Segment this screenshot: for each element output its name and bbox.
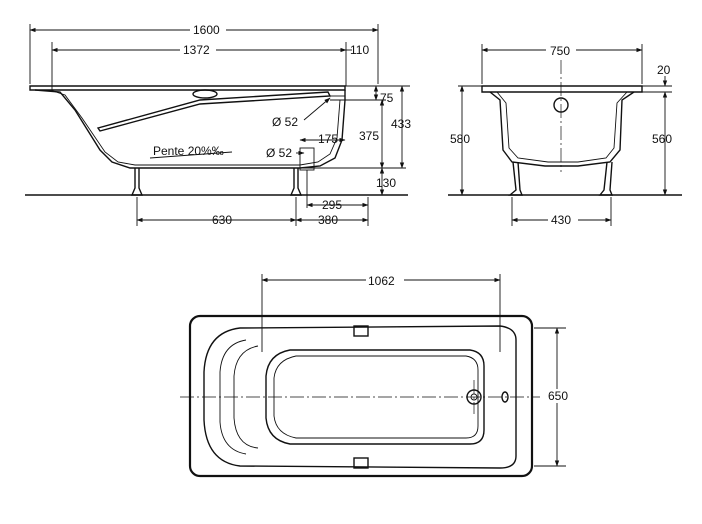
dim-feet-spacing: 430: [551, 213, 571, 227]
end-foot-left: [508, 161, 524, 196]
dim-drain-offset: 175: [318, 132, 338, 146]
tub-rim: [29, 85, 346, 91]
top-outer-rim: [188, 314, 534, 478]
side-view: 1600 1372 110 75 375 433 130 Ø 52 175 Ø …: [25, 22, 411, 227]
dim-end-total-height: 580: [450, 132, 470, 146]
end-inner: [496, 91, 628, 163]
end-view: 750 20 580 560 430: [448, 43, 682, 227]
dim-bottom-length: 1062: [368, 274, 395, 288]
handle-top: [353, 325, 369, 337]
dim-overflow-height: 375: [359, 129, 379, 143]
dim-top-width: 650: [548, 389, 568, 403]
dim-drain-to-end: 295: [322, 198, 342, 212]
leg-left: [130, 168, 144, 196]
top-bottom-inner: [273, 355, 479, 439]
dim-drain-diameter: Ø 52: [266, 146, 292, 160]
dim-end-offset: 110: [350, 43, 369, 57]
dim-foot-height: 130: [376, 176, 396, 190]
end-body: [489, 91, 635, 167]
dim-leg-to-leg: 630: [212, 213, 232, 227]
slope-note: Pente 20%‰: [153, 144, 224, 158]
dim-rim-height: 433: [391, 117, 411, 131]
handle-end: [192, 89, 218, 99]
dim-rim-thickness: 20: [657, 63, 671, 77]
end-foot-right: [598, 161, 614, 196]
handle-bottom: [353, 457, 369, 469]
top-bottom-floor: [265, 349, 485, 445]
tub-inner-profile: [49, 89, 341, 166]
end-rim: [481, 85, 643, 93]
top-view: 1062 650: [180, 273, 577, 478]
dim-overflow-diameter: Ø 52: [272, 115, 298, 129]
tub-body-profile: [34, 89, 346, 169]
dim-end-body-height: 560: [652, 132, 672, 146]
dim-total-length: 1600: [193, 23, 220, 37]
dim-end-width: 750: [550, 44, 570, 58]
dim-inner-length: 1372: [183, 43, 210, 57]
leg-right: [289, 168, 303, 196]
top-inner-outline: [203, 325, 517, 469]
dim-leg-to-end: 380: [318, 213, 338, 227]
